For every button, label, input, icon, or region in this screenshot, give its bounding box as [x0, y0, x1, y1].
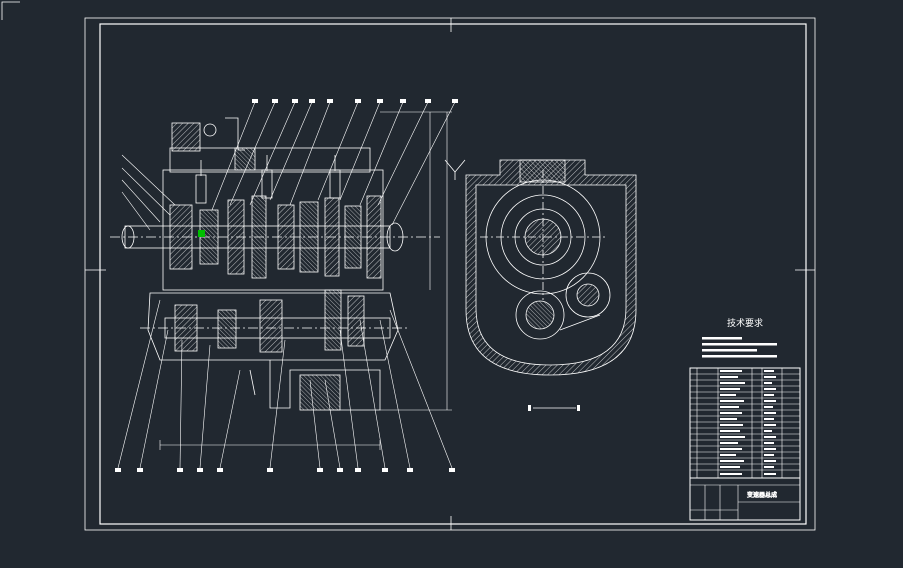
side-leader-line — [559, 314, 601, 331]
countershaft-gears — [174, 289, 365, 353]
section-letter-left — [528, 405, 531, 411]
title-block: 变速器总成 — [690, 484, 800, 520]
top-balloon-tags — [252, 99, 458, 103]
green-marker — [198, 230, 205, 237]
housing-outline — [162, 169, 384, 291]
side-top-boss — [519, 159, 566, 183]
left-leader-lines — [121, 154, 176, 231]
countershaft-gear — [515, 290, 565, 340]
input-shaft-end — [121, 225, 135, 249]
bottom-leader-lines — [117, 299, 453, 469]
section-letter-right — [577, 405, 580, 411]
gearbox-side-view[interactable] — [444, 159, 637, 411]
reverse-gear — [565, 272, 611, 318]
table-outer — [689, 367, 801, 521]
top-leader-lines — [211, 101, 456, 226]
drawing-frame — [84, 17, 816, 531]
housing-top-cover — [169, 147, 371, 173]
tech-requirements-lines — [702, 337, 777, 358]
centering-marks — [85, 18, 815, 530]
shift-rail-boss — [234, 147, 256, 171]
countershaft-section — [525, 300, 555, 330]
side-housing-cavity — [475, 184, 627, 366]
breather-cap — [203, 123, 217, 137]
gearbox-section-view[interactable] — [110, 99, 458, 472]
table-cell-text-marks — [720, 370, 776, 475]
output-flange — [386, 222, 404, 252]
dimension-lines — [159, 111, 452, 450]
main-shaft-gears — [169, 195, 382, 279]
table-columns — [696, 368, 783, 478]
ucs-corner-marker — [1, 1, 20, 20]
title-block-name: 变速器总成 — [747, 491, 777, 499]
reverse-idler — [299, 374, 341, 411]
table-rows — [690, 373, 800, 479]
parts-list-table[interactable]: 变速器总成 — [689, 367, 801, 521]
countershaft-housing — [147, 292, 399, 361]
tech-requirements-title: 技术要求 — [727, 317, 763, 329]
reverse-shaft-section — [576, 283, 600, 307]
view-direction-arrow — [444, 159, 466, 173]
shift-tower — [171, 122, 201, 152]
bottom-balloon-tags — [115, 468, 455, 472]
drain-plug — [249, 369, 256, 396]
technical-requirements: 技术要求 — [702, 317, 777, 358]
